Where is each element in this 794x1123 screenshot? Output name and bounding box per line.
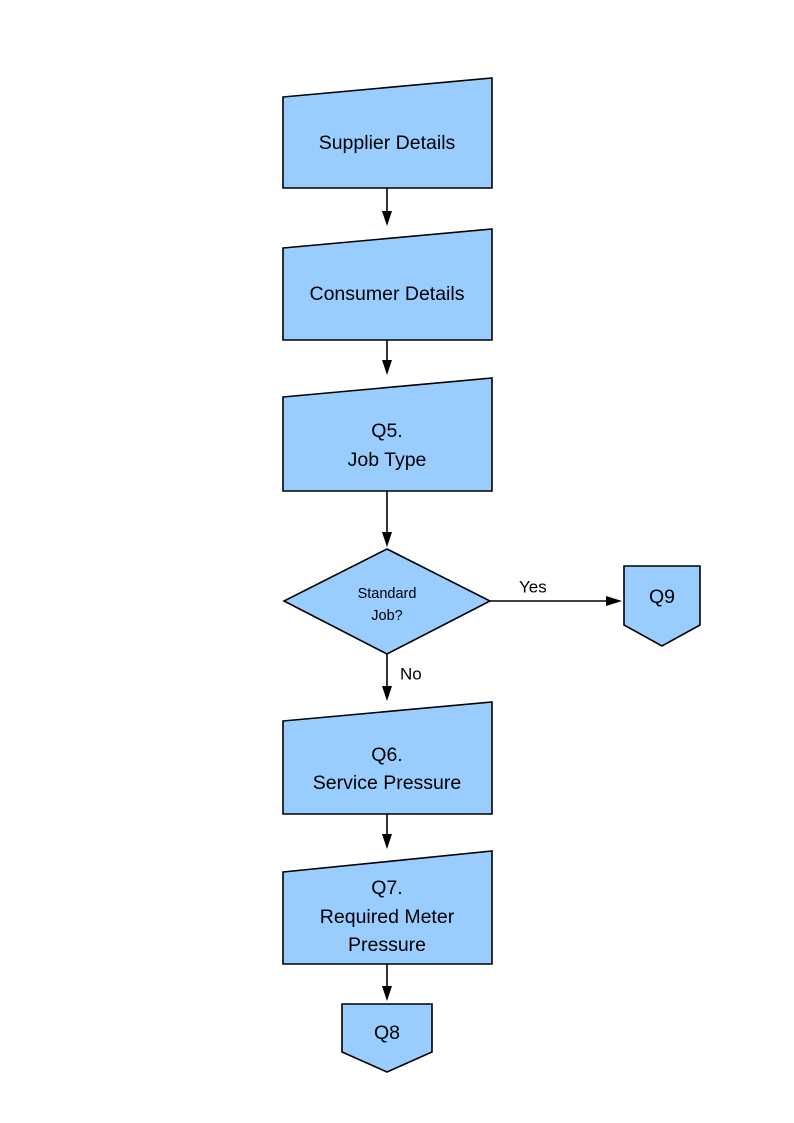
- q8-label: Q8: [374, 1022, 400, 1044]
- q9-label: Q9: [649, 586, 675, 608]
- edge-supplier-to-consumer: [382, 188, 392, 226]
- q7-required-meter-pressure-label-line3: Pressure: [348, 934, 426, 956]
- node-q5-job-type[interactable]: Q5. Job Type: [282, 377, 493, 492]
- q6-service-pressure-label-line2: Service Pressure: [313, 772, 461, 794]
- edge-q7-to-q8: [382, 964, 392, 1001]
- q8-shape[interactable]: [341, 1003, 433, 1073]
- edge-consumer-to-q5: [382, 340, 392, 375]
- edge-decision-to-q9: Yes: [490, 577, 622, 606]
- node-standard-job-decision[interactable]: Standard Job?: [282, 548, 492, 655]
- q7-required-meter-pressure-shape[interactable]: [282, 850, 493, 965]
- standard-job-decision-label-line2: Job?: [371, 608, 402, 624]
- edge-q6-to-q7-arrowhead: [382, 834, 392, 849]
- node-q8[interactable]: Q8: [341, 1003, 433, 1073]
- edge-decision-to-q9-arrowhead: [606, 596, 622, 606]
- node-consumer-details[interactable]: Consumer Details: [282, 228, 493, 341]
- consumer-details-label: Consumer Details: [310, 283, 465, 305]
- edge-decision-to-q6-arrowhead: [382, 686, 392, 701]
- edge-q5-to-decision-arrowhead: [382, 532, 392, 547]
- edge-q5-to-decision: [382, 491, 392, 547]
- q9-shape[interactable]: [623, 565, 701, 647]
- edge-decision-to-q6: No: [382, 654, 422, 701]
- node-q9[interactable]: Q9: [623, 565, 701, 647]
- supplier-details-shape[interactable]: [282, 77, 493, 189]
- node-q7-required-meter-pressure[interactable]: Q7. Required Meter Pressure: [282, 850, 493, 965]
- edge-consumer-to-q5-arrowhead: [382, 360, 392, 375]
- node-supplier-details[interactable]: Supplier Details: [282, 77, 493, 189]
- consumer-details-shape[interactable]: [282, 228, 493, 341]
- supplier-details-label: Supplier Details: [319, 132, 456, 154]
- edge-label-no: No: [400, 664, 422, 683]
- standard-job-decision-label-line1: Standard: [358, 586, 417, 602]
- q5-job-type-label-line1: Q5.: [371, 420, 402, 442]
- q6-service-pressure-shape[interactable]: [282, 701, 493, 815]
- q7-required-meter-pressure-label-line2: Required Meter: [320, 906, 455, 928]
- q6-service-pressure-label-line1: Q6.: [371, 744, 402, 766]
- q5-job-type-shape[interactable]: [282, 377, 493, 492]
- node-q6-service-pressure[interactable]: Q6. Service Pressure: [282, 701, 493, 815]
- edge-q7-to-q8-arrowhead: [382, 986, 392, 1001]
- edge-label-yes: Yes: [519, 577, 547, 596]
- edge-q6-to-q7: [382, 814, 392, 849]
- q7-required-meter-pressure-label-line1: Q7.: [371, 877, 402, 899]
- q5-job-type-label-line2: Job Type: [348, 449, 427, 471]
- edge-supplier-to-consumer-arrowhead: [382, 211, 392, 226]
